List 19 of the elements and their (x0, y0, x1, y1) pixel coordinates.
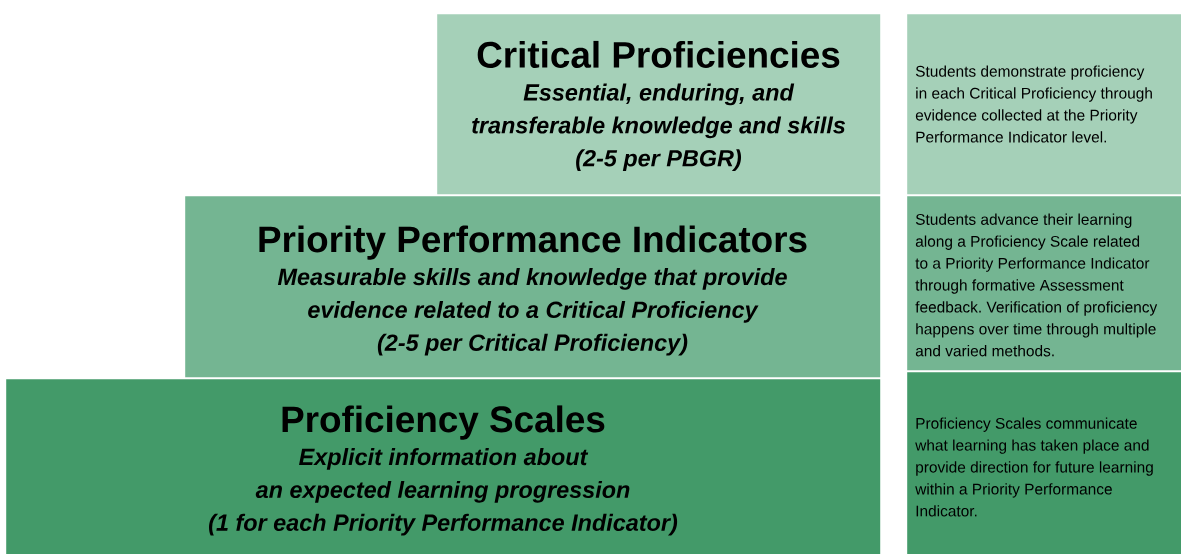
description: Students advance their learning along a Proficiency Scale related to a Priority Performance Indicator through formative Assessment feedback. Verification of proficiency happens over time through multiple and varied methods. (915, 213, 1158, 357)
note-box (907, 196, 1181, 371)
description: Explicit information about (299, 448, 589, 470)
heading: Priority Performance Indicators (259, 225, 807, 260)
description: Measurable skills and knowledge that provide evidence related to a Critical Proficiency (277, 268, 787, 323)
heading: Proficiency Scales (282, 405, 605, 440)
tier-box (437, 14, 881, 195)
tier-box (185, 196, 881, 378)
heading: Critical Proficiencies (477, 40, 840, 68)
description: Essential, enduring, and transferable knowledge and skills (472, 83, 846, 139)
description: Proficiency Scales communicate what learning has taken place and provide direction for future learning within a Priority Performance Indicator. (915, 417, 1153, 517)
note-box (907, 372, 1181, 554)
description: Students demonstrate proficiency in each Critical Proficiency through evidence collected at the Priority Performance Indicator level. (915, 65, 1152, 143)
count-note: (2-5 per PBGR) (576, 149, 742, 172)
count-note: (2-5 per Critical Proficiency) (377, 333, 688, 356)
tier-box (6, 379, 881, 554)
description: an expected learning progression (255, 480, 630, 503)
note-box (907, 14, 1181, 195)
count-note: (1 for each Priority Performance Indicator) (209, 513, 678, 536)
